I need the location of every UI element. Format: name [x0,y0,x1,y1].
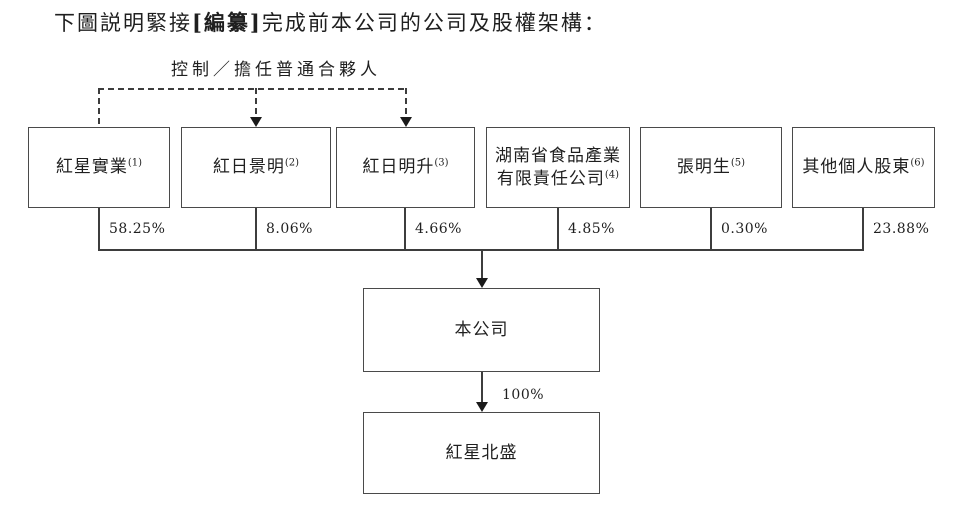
shareholder-box-5: 張明生(5) [640,127,782,208]
arrowhead-down-icon [250,117,262,127]
shareholder-box-1: 紅星實業(1) [28,127,170,208]
shareholder-box-4: 湖南省食品產業 有限責任公司(4) [486,127,630,208]
ownership-percent-6: 23.88% [873,221,930,237]
ownership-percent-3: 4.66% [415,221,462,237]
arrowhead-down-icon [476,278,488,288]
shareholder-box-2: 紅日景明(2) [181,127,331,208]
shareholder-box-6: 其他個人股東(6) [792,127,935,208]
footnote-marker: (4) [604,168,620,180]
subsidiary-box: 紅星北盛 [363,412,600,494]
connector-stub-3 [404,208,406,250]
footnote-marker: (1) [127,157,143,169]
company-box: 本公司 [363,288,600,372]
ownership-percent-4: 4.85% [568,221,615,237]
footnote-marker: (3) [434,157,449,169]
footnote-marker: (6) [910,157,925,169]
connector-to-subsidiary [481,372,483,403]
shareholder-name: 紅日明升 [362,157,435,178]
connector-stub-2 [255,208,257,250]
ownership-percent-2: 8.06% [266,221,313,237]
connector-stub-1 [98,208,100,250]
footnote-marker: (2) [284,157,300,169]
title-bracketed-term: [編纂] [192,10,262,35]
company-name: 本公司 [454,319,509,340]
dashed-line-horizontal [98,88,406,90]
shareholder-name: 紅星實業 [55,157,128,178]
shareholder-name: 紅日景明 [212,157,285,178]
connector-to-company [481,249,483,279]
connector-stub-6 [862,208,864,250]
arrowhead-down-icon [476,402,488,412]
shareholder-name: 張明生 [676,157,731,178]
dashed-line-down-to-shareholder-3 [405,88,407,118]
dashed-line-up-from-shareholder-1 [98,88,100,127]
shareholder-name: 湖南省食品產業 有限責任公司 [495,146,621,189]
shareholder-name: 其他個人股東 [802,157,911,178]
connector-stub-4 [557,208,559,250]
footnote-marker: (5) [730,157,746,169]
connector-stub-5 [710,208,712,250]
shareholder-box-3: 紅日明升(3) [336,127,475,208]
ownership-percent-5: 0.30% [721,221,768,237]
subsidiary-name: 紅星北盛 [445,442,518,463]
title-prefix: 下圖説明緊接 [54,11,192,35]
arrowhead-down-icon [400,117,412,127]
control-gp-label: 控制／擔任普通合夥人 [171,60,381,80]
subsidiary-ownership-percent: 100% [502,387,545,403]
dashed-line-down-to-shareholder-2 [255,88,257,118]
ownership-percent-1: 58.25% [109,221,166,237]
page-title: 下圖説明緊接[編纂]完成前本公司的公司及股權架構： [54,7,607,37]
title-suffix: 完成前本公司的公司及股權架構： [261,11,607,35]
